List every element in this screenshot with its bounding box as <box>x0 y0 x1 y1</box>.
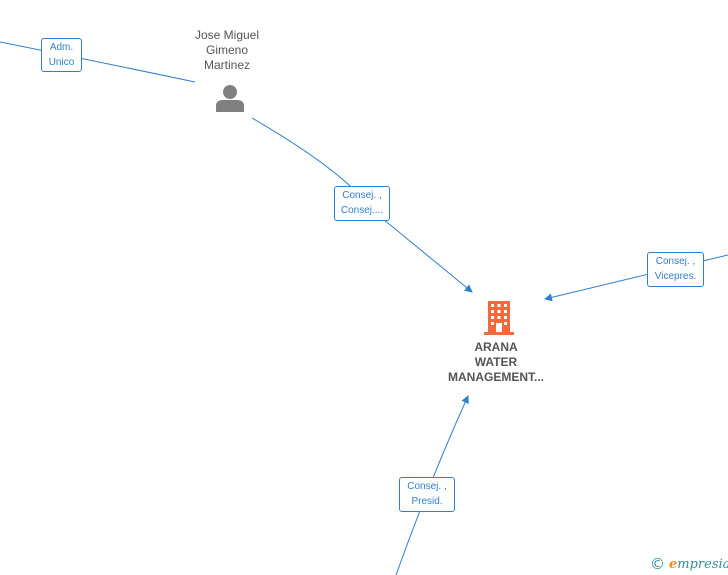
edge-label-line: Unico <box>48 57 75 68</box>
company-name-line: ARANA <box>474 340 518 354</box>
edge-label-line: Presid. <box>411 496 443 507</box>
person-name-line: Gimeno <box>205 43 249 57</box>
edge-label-consej-consej[interactable]: Consej. , Consej.... <box>334 186 390 221</box>
company-name-line: WATER <box>474 355 518 369</box>
person-node-name[interactable]: Jose Miguel Gimeno Martinez <box>177 28 277 73</box>
copyright-icon: © <box>650 555 665 573</box>
edge-label-adm-unico[interactable]: Adm. Unico <box>41 38 82 72</box>
edge-label-line: Vicepres. <box>654 271 697 282</box>
edge-label-line: Adm. <box>49 42 74 53</box>
company-name-line: MANAGEMENT... <box>448 370 544 384</box>
edge-label-line: Consej.... <box>340 205 384 216</box>
edge-adm-unico <box>0 41 196 83</box>
edge-label-consej-vicepres[interactable]: Consej. , Vicepres. <box>647 252 704 287</box>
person-name-line: Martinez <box>203 58 250 72</box>
brand-rest: mpresia <box>677 556 728 572</box>
brand-initial: e <box>669 556 678 572</box>
brand-logo: empresia <box>669 557 728 572</box>
edge-label-consej-presid[interactable]: Consej. , Presid. <box>399 477 455 512</box>
empresia-watermark: © empresia <box>650 554 728 574</box>
company-node-name[interactable]: ARANA WATER MANAGEMENT... <box>436 340 556 385</box>
building-icon[interactable] <box>484 301 514 335</box>
person-name-line: Jose Miguel <box>194 28 260 42</box>
edge-label-line: Consej. , <box>342 190 382 201</box>
edge-label-line: Consej. , <box>407 481 447 492</box>
person-icon[interactable] <box>215 84 245 112</box>
edge-label-line: Consej. , <box>655 256 696 267</box>
